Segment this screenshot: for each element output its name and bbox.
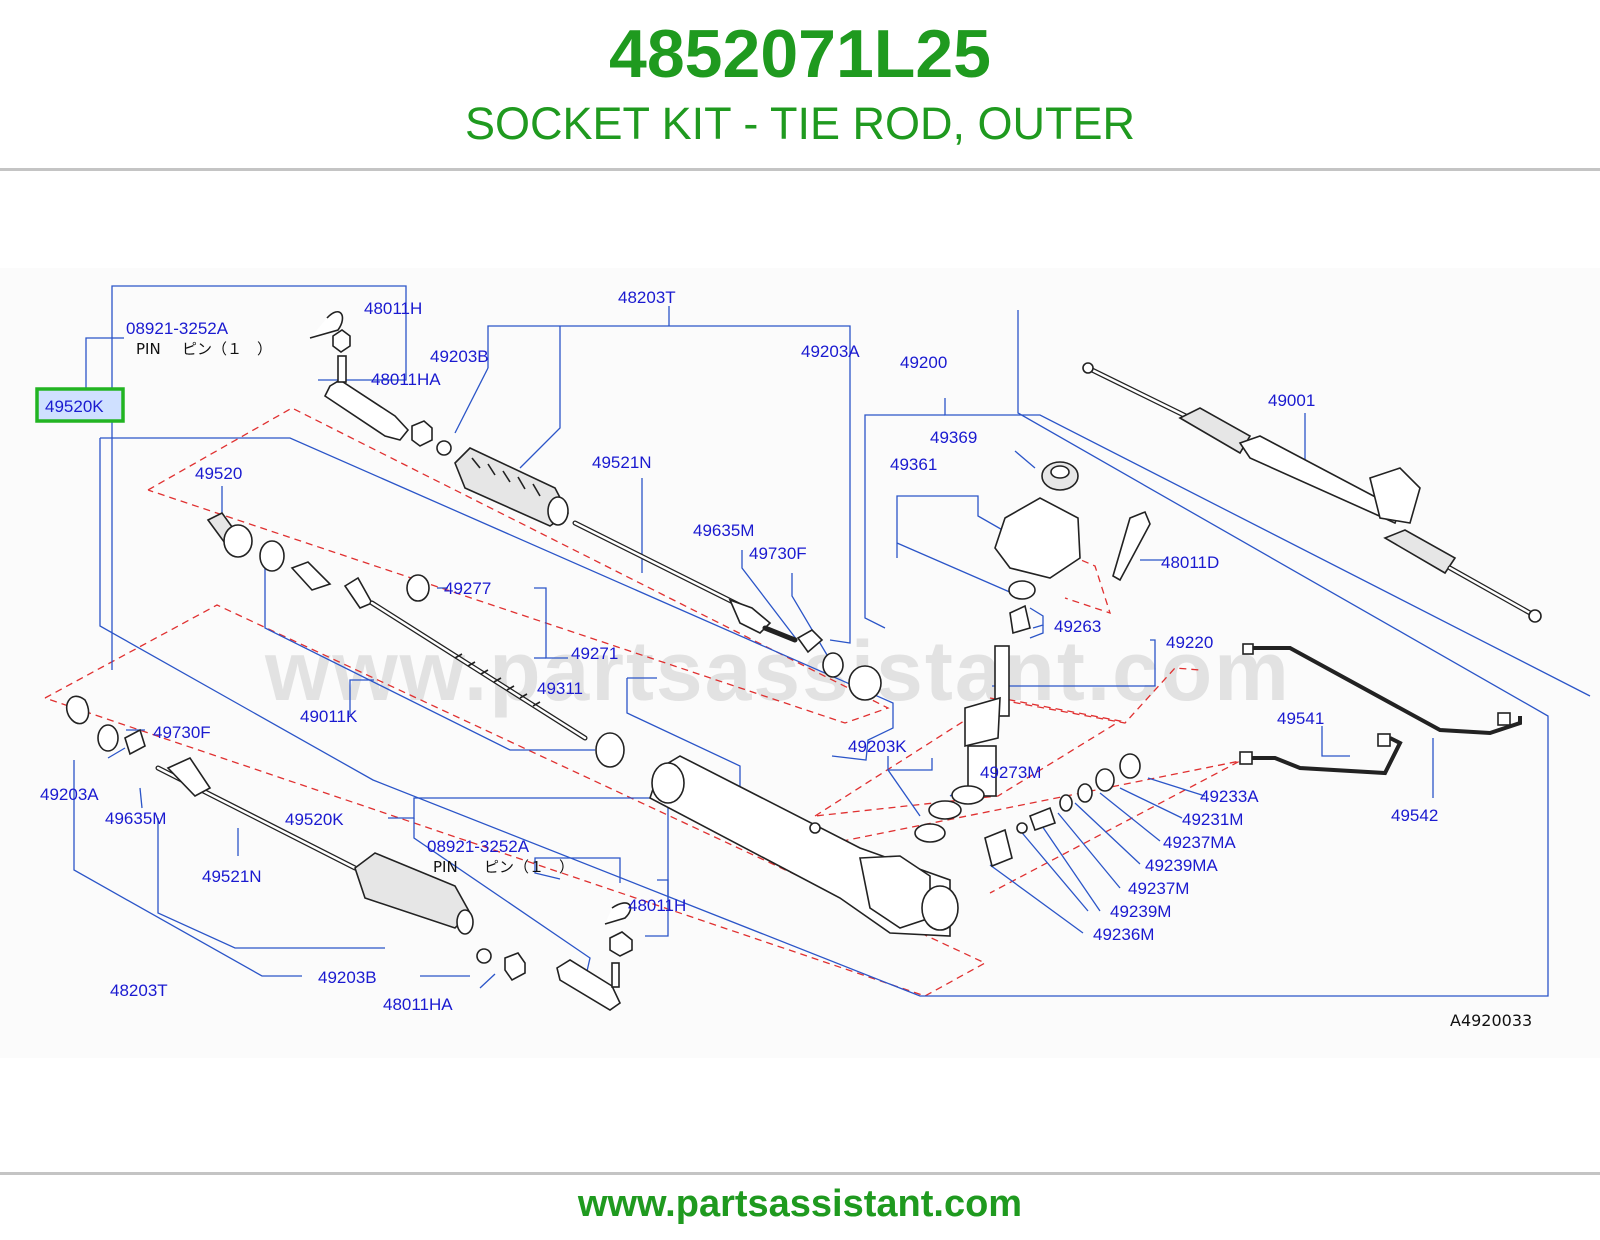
label-pin-top: PIN [136, 340, 161, 358]
highlighted-part-49520K[interactable]: 49520K [35, 387, 125, 423]
label-48203T-bottom: 48203T [110, 981, 168, 1000]
label-pin-bottom: PIN [433, 858, 458, 876]
label-48011D: 48011D [1161, 553, 1219, 572]
pressure-pipes [1239, 643, 1522, 776]
dashed-group-housing [1059, 550, 1112, 615]
label-49237MA: 49237MA [1163, 833, 1236, 852]
footer-divider [0, 1172, 1600, 1175]
dashed-group-upper [147, 407, 890, 724]
outer-tie-rod-end-bottom [66, 695, 633, 1011]
label-49541: 49541 [1277, 709, 1324, 728]
label-49369: 49369 [930, 428, 977, 447]
gear-housing [649, 755, 959, 937]
label-49203A-top: 49203A [801, 342, 860, 361]
inner-tie-rod-top [572, 520, 882, 701]
pinion-valve [914, 645, 1010, 843]
label-49542: 49542 [1391, 806, 1438, 825]
label-49730F-left: 49730F [153, 723, 211, 742]
label-48203T-top: 48203T [618, 288, 676, 307]
label-49521N-bottom: 49521N [202, 867, 262, 886]
watermark-text: www.partsassistant.com [264, 624, 1291, 718]
label-49001: 49001 [1268, 391, 1315, 410]
label-49361: 49361 [890, 455, 937, 474]
label-49520K-bottom: 49520K [285, 810, 344, 829]
label-49203B-top: 49203B [430, 347, 489, 366]
label-48011HA-top: 48011HA [371, 370, 441, 389]
rack-boot-top [454, 447, 570, 527]
label-49311: 49311 [537, 679, 583, 698]
label-49203B-bottom: 49203B [318, 968, 377, 987]
label-49635M-left: 49635M [105, 809, 166, 828]
valve-housing [994, 461, 1151, 635]
label-49520K-highlight: 49520K [45, 397, 104, 416]
footer-website-link[interactable]: www.partsassistant.com [577, 1183, 1023, 1225]
label-49236M: 49236M [1093, 925, 1154, 944]
label-48011H-top: 48011H [364, 299, 422, 318]
part-labels: 48011H 08921-3252A PIN ピン（１ ） 48011HA 49… [40, 288, 1438, 1014]
label-pin-jp-top: ピン（１ ） [182, 340, 272, 358]
label-49231M: 49231M [1182, 810, 1243, 829]
dashed-group-pinion [989, 667, 1201, 724]
label-49239M: 49239M [1110, 902, 1171, 921]
label-49233A: 49233A [1200, 787, 1259, 806]
label-49277: 49277 [444, 579, 491, 598]
label-08921-3252A-bottom: 08921-3252A [427, 837, 530, 856]
part-name-subtitle: SOCKET KIT - TIE ROD, OUTER [464, 98, 1136, 149]
label-pin-jp-bottom: ピン（１ ） [484, 858, 574, 876]
label-49520: 49520 [195, 464, 242, 483]
header-divider [0, 168, 1600, 171]
label-48011H-bottom: 48011H [628, 896, 686, 915]
label-49273M: 49273M [980, 763, 1041, 782]
label-49220: 49220 [1166, 633, 1213, 652]
dashed-group-valve [817, 760, 1241, 894]
label-08921-3252A-top: 08921-3252A [126, 319, 229, 338]
label-49730F-top: 49730F [749, 544, 807, 563]
steering-gear-assembly [1082, 362, 1542, 623]
label-49239MA: 49239MA [1145, 856, 1218, 875]
label-49271: 49271 [571, 644, 618, 663]
valve-seals [984, 753, 1141, 868]
part-number-title: 4852071L25 [609, 16, 991, 92]
label-49203K: 49203K [848, 737, 907, 756]
label-49203A-left: 49203A [40, 785, 99, 804]
leader-lines [73, 285, 1591, 997]
parts-diagram: www.partsassistant.com [0, 268, 1600, 1058]
dashed-group-lower [44, 604, 987, 997]
label-49521N-top: 49521N [592, 453, 652, 472]
rack-bushing [206, 511, 285, 572]
label-48011HA-bottom: 48011HA [383, 995, 453, 1014]
label-49263: 49263 [1054, 617, 1101, 636]
label-49200: 49200 [900, 353, 947, 372]
label-49237M: 49237M [1128, 879, 1189, 898]
label-49011K: 49011K [300, 707, 358, 726]
outer-tie-rod-end-top [309, 311, 452, 456]
rack-shaft [290, 561, 625, 768]
label-49635M-top: 49635M [693, 521, 754, 540]
drawing-code: A4920033 [1450, 1011, 1532, 1030]
